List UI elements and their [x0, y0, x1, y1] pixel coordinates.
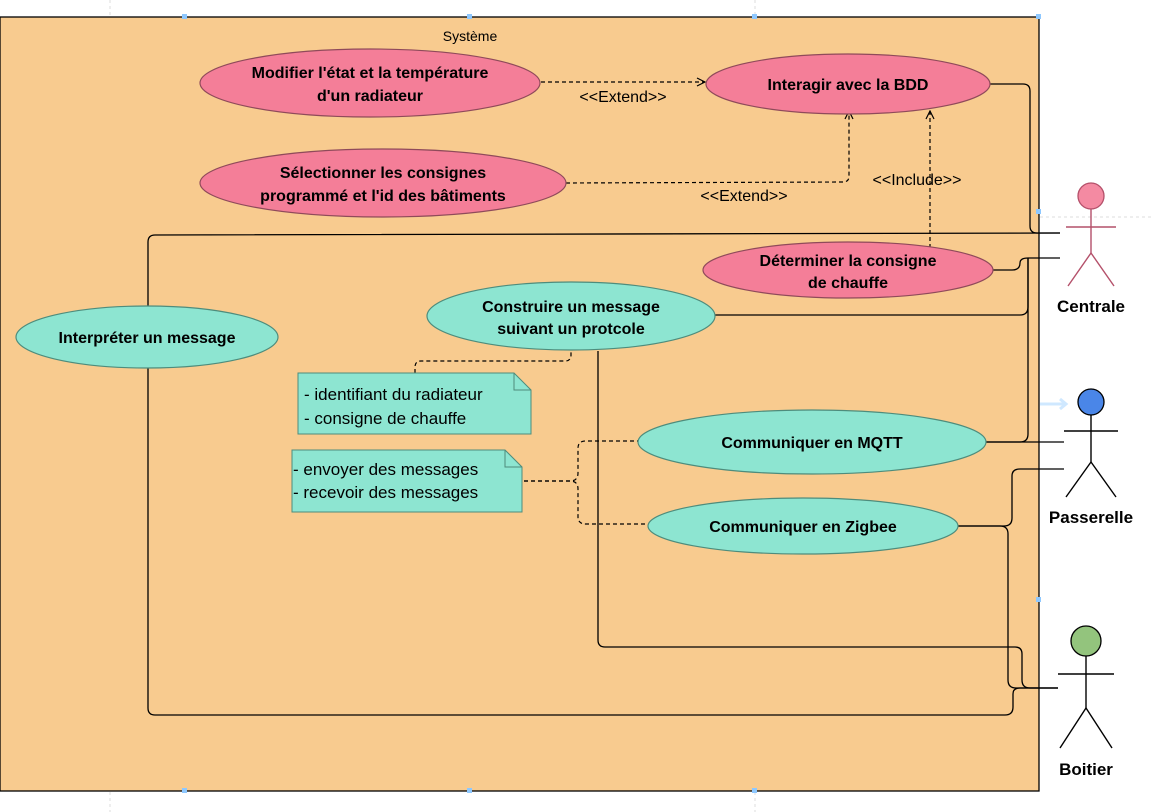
svg-text:Passerelle: Passerelle — [1049, 508, 1133, 527]
actor-passerelle[interactable]: Passerelle — [1049, 388, 1133, 527]
usecase-communiquer-zigbee[interactable]: Communiquer en Zigbee — [647, 497, 959, 555]
usecase-interpreter-message[interactable]: Interpréter un message — [15, 305, 279, 369]
svg-text:de chauffe: de chauffe — [808, 275, 888, 292]
svg-text:Sélectionner les consignes: Sélectionner les consignes — [280, 165, 486, 182]
svg-text:- recevoir des messages: - recevoir des messages — [293, 483, 478, 502]
include-label: <<Include>> — [873, 172, 962, 189]
svg-text:Déterminer la consigne: Déterminer la consigne — [760, 253, 937, 270]
svg-text:Interagir avec la BDD: Interagir avec la BDD — [768, 77, 929, 94]
svg-text:Communiquer en Zigbee: Communiquer en Zigbee — [709, 519, 897, 536]
associations — [147, 83, 1064, 716]
svg-text:Communiquer en MQTT: Communiquer en MQTT — [721, 435, 903, 452]
svg-text:Interpréter un message: Interpréter un message — [59, 330, 236, 347]
actor-passerelle-head — [1077, 388, 1105, 416]
extend-label-2: <<Extend>> — [700, 188, 787, 205]
actor-boitier[interactable]: Boitier — [1058, 625, 1114, 779]
assoc-zigbee-passerelle — [958, 468, 1064, 527]
svg-text:- consigne de chauffe: - consigne de chauffe — [304, 409, 466, 428]
assoc-determiner-centrale — [993, 257, 1060, 271]
note-link-mqtt — [524, 440, 638, 482]
assoc-zigbee-boitier — [958, 525, 1058, 689]
actor-boitier-head — [1070, 625, 1102, 657]
assoc-interpreter-centrale — [147, 232, 1061, 306]
assoc-interpreter-boitier — [147, 368, 1058, 716]
actor-centrale[interactable]: Centrale — [1057, 182, 1125, 316]
usecase-interagir-bdd[interactable]: Interagir avec la BDD — [705, 53, 991, 115]
svg-text:- envoyer des messages: - envoyer des messages — [293, 460, 478, 479]
svg-text:suivant un protcole: suivant un protcole — [497, 321, 645, 338]
note-link-protocol — [414, 351, 572, 373]
note-protocol-fields[interactable]: - identifiant du radiateur - consigne de… — [297, 372, 532, 435]
editor-guides — [109, 0, 1151, 812]
usecase-modifier[interactable]: Modifier l'état et la température d'un r… — [199, 48, 541, 118]
extend-label-1: <<Extend>> — [579, 89, 666, 106]
connect-arrow-hint — [1040, 397, 1069, 411]
note-link-zigbee — [524, 480, 648, 525]
svg-text:Centrale: Centrale — [1057, 297, 1125, 316]
svg-text:Boitier: Boitier — [1059, 760, 1113, 779]
svg-text:programmé et l'id des bâtiment: programmé et l'id des bâtiments — [260, 188, 506, 205]
usecase-selectionner[interactable]: Sélectionner les consignes programmé et … — [199, 148, 567, 218]
svg-text:Modifier l'état et la températ: Modifier l'état et la température — [252, 65, 489, 82]
usecase-communiquer-mqtt[interactable]: Communiquer en MQTT — [637, 409, 987, 475]
svg-text:d'un radiateur: d'un radiateur — [317, 88, 423, 105]
selection-handles — [182, 14, 1041, 793]
usecase-construire-message[interactable]: Construire un message suivant un protcol… — [426, 281, 716, 351]
extend-selectionner-interagir — [565, 111, 849, 184]
svg-text:- identifiant du radiateur: - identifiant du radiateur — [304, 385, 483, 404]
dependencies — [414, 82, 930, 525]
actor-centrale-head — [1077, 182, 1105, 210]
system-title: Système — [443, 28, 498, 44]
note-communication[interactable]: - envoyer des messages - recevoir des me… — [291, 449, 523, 513]
assoc-construire-boitier — [597, 351, 1058, 689]
usecase-determiner-consigne[interactable]: Déterminer la consigne de chauffe — [702, 241, 994, 299]
svg-text:Construire un message: Construire un message — [482, 299, 660, 316]
